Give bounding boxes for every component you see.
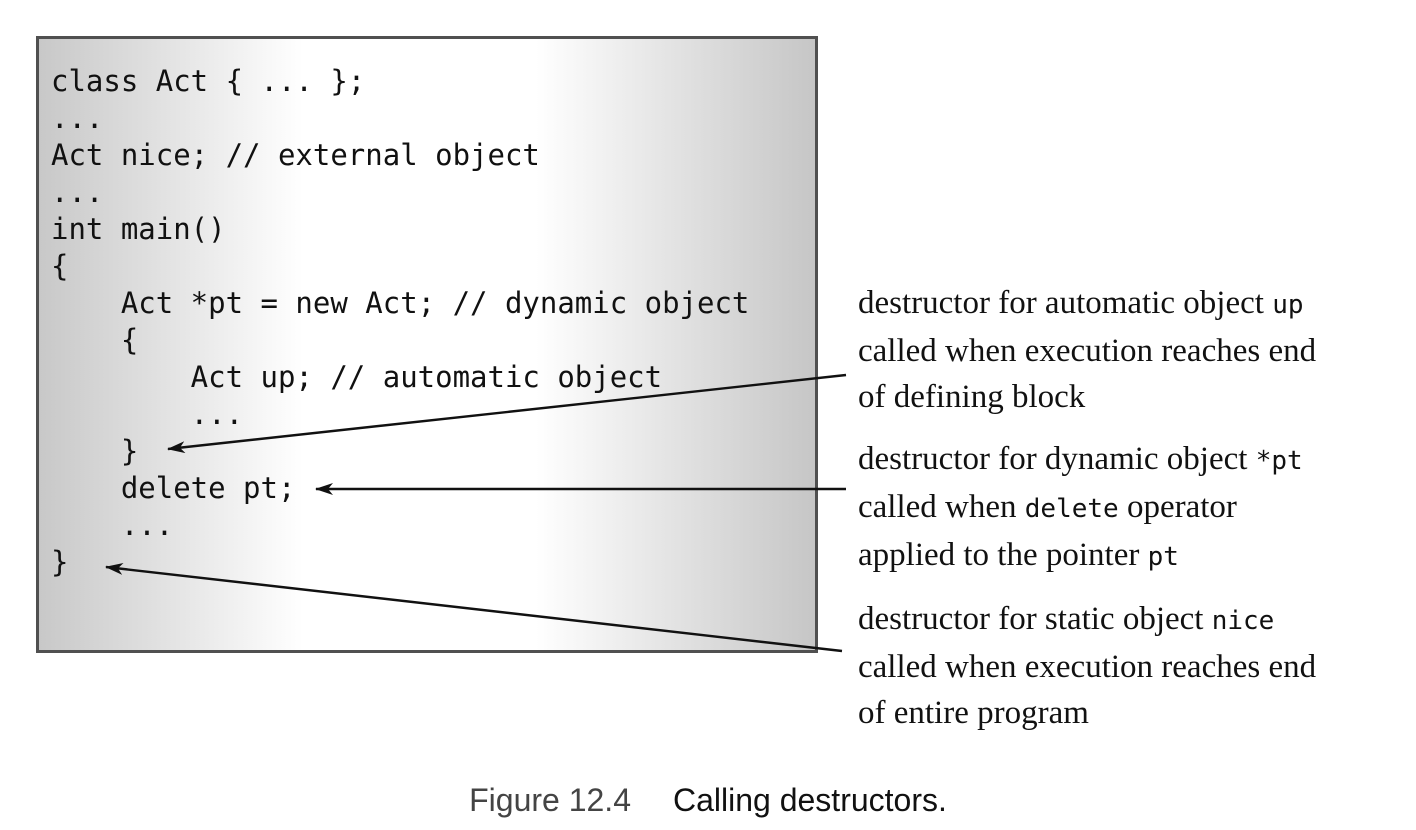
annotation-text: operator bbox=[1118, 489, 1237, 525]
code-line: ... bbox=[51, 508, 174, 542]
annotation-text: applied to the pointer bbox=[858, 537, 1148, 573]
annotation-line: of defining block bbox=[858, 379, 1086, 415]
code-line: } bbox=[51, 434, 139, 468]
figure-title: Calling destructors. bbox=[672, 782, 947, 818]
annotation-line: of entire program bbox=[858, 695, 1089, 731]
figure-number: Figure 12.4 bbox=[469, 782, 631, 818]
code-line: int main() bbox=[51, 212, 226, 246]
code-line: class Act { ... }; bbox=[51, 64, 366, 98]
annotation-text: destructor for static object bbox=[858, 601, 1212, 637]
code-line: Act nice; // external object bbox=[51, 138, 540, 172]
annotation-code: up bbox=[1272, 290, 1304, 320]
annotation-line: applied to the pointer pt bbox=[858, 532, 1398, 580]
annotation-text: destructor for automatic object bbox=[858, 285, 1273, 321]
code-line: delete pt; bbox=[51, 471, 296, 505]
automatic-object-annotation: destructor for automatic object up calle… bbox=[858, 280, 1398, 420]
code-line: ... bbox=[51, 397, 244, 431]
annotation-line: called when execution reaches end bbox=[858, 333, 1317, 369]
annotation-code: pt bbox=[1147, 542, 1179, 572]
annotation-line: destructor for static object nice bbox=[858, 596, 1398, 644]
annotation-line: destructor for automatic object up bbox=[858, 280, 1398, 328]
annotation-code: delete bbox=[1024, 494, 1119, 524]
annotation-text: called when bbox=[858, 489, 1025, 525]
code-line: ... bbox=[51, 101, 104, 135]
code-line: Act *pt = new Act; // dynamic object bbox=[51, 286, 750, 320]
code-line: Act up; // automatic object bbox=[51, 360, 663, 394]
annotation-code: *pt bbox=[1255, 446, 1303, 476]
annotation-text: destructor for dynamic object bbox=[858, 441, 1256, 477]
static-object-annotation: destructor for static object nice called… bbox=[858, 596, 1398, 736]
annotation-line: called when execution reaches end bbox=[858, 649, 1317, 685]
code-line: { bbox=[51, 323, 139, 357]
code-line: { bbox=[51, 249, 69, 283]
code-line: } bbox=[51, 545, 69, 579]
annotation-code: nice bbox=[1211, 606, 1275, 636]
annotation-line: destructor for dynamic object *pt bbox=[858, 436, 1398, 484]
code-line: ... bbox=[51, 175, 104, 209]
dynamic-object-annotation: destructor for dynamic object *pt called… bbox=[858, 436, 1398, 580]
annotation-line: called when delete operator bbox=[858, 484, 1398, 532]
figure-caption: Figure 12.4 Calling destructors. bbox=[0, 778, 1416, 822]
code-listing-box: class Act { ... }; ... Act nice; // exte… bbox=[36, 36, 818, 653]
